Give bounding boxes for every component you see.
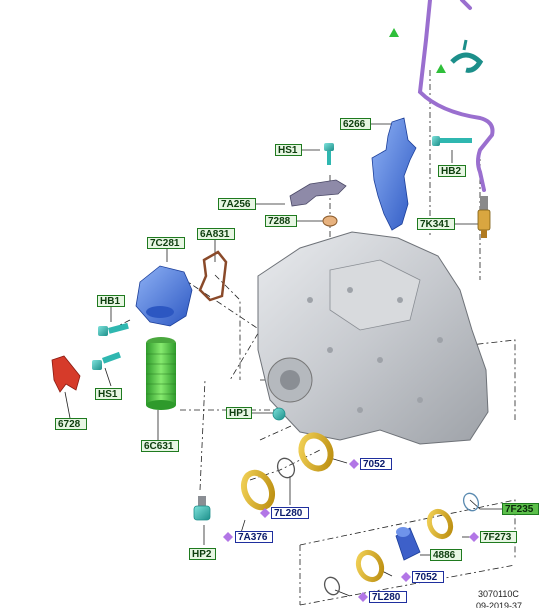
diamond-marker-icon	[260, 508, 270, 518]
plug-hp1	[272, 407, 286, 421]
diamond-marker-icon	[401, 572, 411, 582]
seal-7052-upper	[298, 432, 334, 472]
o-ring-7f235	[462, 492, 480, 512]
part-label-7f273: 7F273	[480, 531, 517, 543]
diamond-marker-icon	[358, 592, 368, 602]
bolt-hb1	[98, 322, 129, 336]
part-label-hp2: HP2	[189, 548, 216, 560]
triangle-markers	[389, 28, 446, 73]
part-label-7052-upper: 7052	[360, 458, 392, 470]
part-label-6a831: 6A831	[197, 228, 235, 240]
triangle-marker-icon	[436, 64, 446, 73]
transmission-housing	[257, 231, 489, 445]
bolt-hs1-top	[324, 143, 334, 165]
part-label-7f235: 7F235	[502, 503, 539, 515]
part-label-hs1-top: HS1	[275, 144, 302, 156]
part-label-hb1: HB1	[97, 295, 125, 307]
bracket-6728	[51, 355, 81, 393]
part-label-7a376: 7A376	[235, 531, 273, 543]
triangle-marker-icon	[389, 28, 399, 37]
part-label-6c631: 6C631	[141, 440, 179, 452]
diamond-marker-icon	[223, 532, 233, 542]
part-label-7288: 7288	[265, 215, 297, 227]
part-label-7c281: 7C281	[147, 237, 185, 249]
part-label-7l280-lower: 7L280	[369, 591, 407, 603]
washer-7288	[322, 215, 338, 227]
filter-6c631	[146, 337, 176, 410]
reference-code: 3070110C	[478, 589, 519, 599]
o-ring-7l280-upper	[276, 457, 296, 479]
bracket-7a256	[289, 179, 347, 207]
part-label-hb2: HB2	[438, 165, 466, 177]
part-label-7052-lower: 7052	[412, 571, 444, 583]
bush-4886	[395, 527, 421, 561]
reference-date: 09-2019-37	[476, 601, 523, 608]
bolt-hb2	[432, 136, 472, 146]
sensor-7k341	[477, 196, 491, 238]
diamond-marker-icon	[469, 532, 479, 542]
filter-housing-7c281	[135, 265, 193, 327]
gasket-6a831	[198, 250, 228, 302]
diamond-markers	[223, 459, 479, 602]
tube-clip	[450, 39, 484, 73]
seal-7052-lower	[355, 549, 385, 583]
bolt-hs1-lower	[92, 351, 121, 370]
seal-7f273	[426, 508, 454, 540]
part-label-7k341: 7K341	[417, 218, 455, 230]
o-ring-7l280-lower	[323, 576, 341, 596]
breather-tube	[417, 0, 495, 192]
part-label-7a256: 7A256	[218, 198, 256, 210]
seal-7a376	[240, 469, 276, 511]
part-label-7l280-upper: 7L280	[271, 507, 309, 519]
part-label-hs1-lower: HS1	[95, 388, 122, 400]
part-label-6266: 6266	[340, 118, 371, 130]
part-label-6728: 6728	[55, 418, 87, 430]
part-label-hp1: HP1	[226, 407, 252, 419]
diamond-marker-icon	[349, 459, 359, 469]
part-label-4886: 4886	[430, 549, 462, 561]
heat-shield	[371, 117, 417, 231]
plug-hp2	[193, 496, 211, 521]
